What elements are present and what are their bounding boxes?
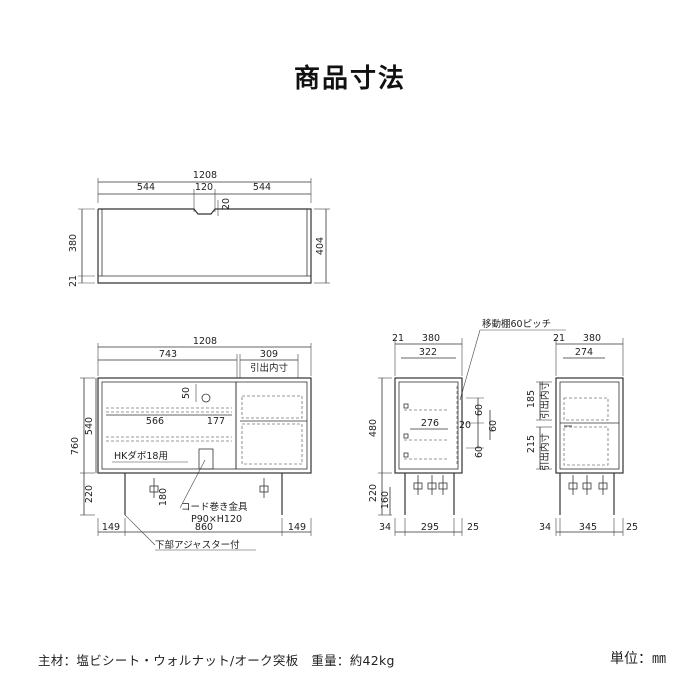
top-notch-depth: 20: [221, 198, 232, 210]
front-adjuster-height: 180: [158, 488, 169, 506]
side-left-gap: 20: [459, 420, 471, 431]
side-left-inner-depth: 322: [419, 347, 437, 358]
front-view: 1208 743 309 引出内寸 50 566 177 HKダボ18用: [70, 336, 312, 551]
front-body-height: 540: [84, 417, 95, 435]
front-leg-left-offset: 149: [102, 522, 120, 533]
side-view-left: 移動棚60ピッチ 21 380 322 276 20 60 60 60: [368, 318, 566, 536]
top-view: 1208 544 120 544 20 380 21 404: [68, 170, 330, 287]
side-right-drawer-upper: 185: [526, 390, 537, 408]
side-view-right: 21 380 274 185 引出内寸 215 引出内寸: [526, 333, 638, 536]
front-cord-size: P90×H120: [191, 514, 242, 525]
side-right-front-offset: 21: [553, 333, 565, 344]
side-left-pitch-a: 60: [474, 404, 485, 416]
front-drawer-inner-label: 引出内寸: [250, 362, 289, 374]
side-left-adjuster-height: 160: [380, 491, 391, 509]
front-leg-span: 860: [195, 522, 213, 533]
side-right-depth: 380: [583, 333, 601, 344]
front-shelf-width: 566: [146, 416, 164, 427]
side-left-leg-front: 34: [379, 522, 391, 533]
side-left-leg-height: 220: [368, 484, 379, 502]
side-left-leg-back: 25: [467, 522, 479, 533]
front-dowel-label: HKダボ18用: [114, 450, 168, 462]
side-right-drawer-inner-label-lower: 引出内寸: [539, 433, 551, 472]
front-overall-height: 760: [70, 437, 81, 455]
front-right-section: 309: [260, 349, 278, 360]
page-title: 商品寸法: [293, 64, 406, 94]
side-left-front-offset: 21: [392, 333, 404, 344]
side-left-leg-span: 295: [421, 522, 439, 533]
front-left-section: 743: [159, 349, 177, 360]
side-right-drawer-lower: 215: [526, 435, 537, 453]
front-leg-right-offset: 149: [288, 522, 306, 533]
top-overall-width: 1208: [193, 170, 217, 181]
front-cord-label: コード巻き金具: [181, 501, 248, 513]
side-left-depth: 380: [422, 333, 440, 344]
top-left-width: 544: [137, 182, 155, 193]
side-right-leg-span: 345: [579, 522, 597, 533]
front-leg-height: 220: [84, 485, 95, 503]
top-center-width: 120: [195, 182, 213, 193]
side-right-leg-back: 25: [626, 522, 638, 533]
side-right-inner-depth: 274: [575, 347, 593, 358]
top-right-width: 544: [253, 182, 271, 193]
front-shelf-gap: 177: [207, 416, 225, 427]
top-depth: 380: [68, 234, 79, 252]
front-adjuster-label: 下部アジャスター付: [155, 539, 240, 551]
material-weight-note: 主材：塩ビシート・ウォルナット/オーク突板 重量：約42kg: [38, 653, 395, 668]
front-hole-dim: 50: [181, 387, 192, 399]
side-right-leg-front: 34: [539, 522, 551, 533]
side-shelf-pitch-label: 移動棚60ピッチ: [482, 318, 551, 330]
side-left-shelf-depth: 276: [421, 418, 439, 429]
top-total-depth: 404: [315, 237, 326, 255]
side-left-pitch-b: 60: [488, 420, 499, 432]
top-front-offset: 21: [68, 275, 79, 287]
side-left-body-height: 480: [368, 419, 379, 437]
side-right-drawer-inner-label: 引出内寸: [539, 381, 551, 420]
unit-label: 単位：㎜: [610, 651, 666, 667]
side-left-pitch-c: 60: [474, 446, 485, 458]
front-overall-width: 1208: [193, 336, 217, 347]
